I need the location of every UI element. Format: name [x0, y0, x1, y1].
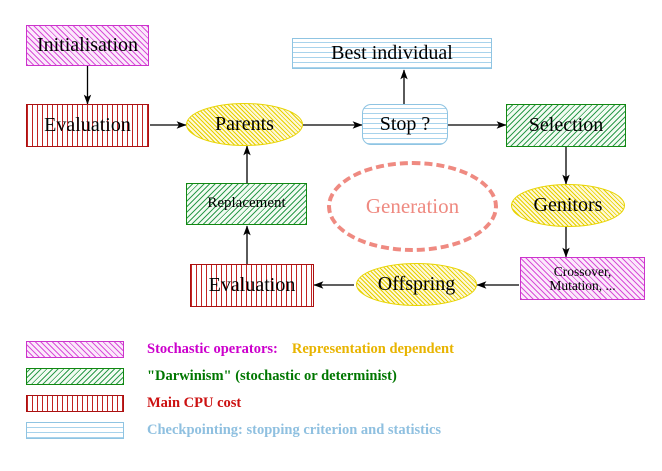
legend-label-stochastic-operators: Stochastic operators: Representation depe… — [147, 341, 454, 358]
legend-label-checkpointing: Checkpointing: stopping criterion and st… — [147, 422, 441, 439]
node-best-individual[interactable]: Best individual — [292, 38, 492, 69]
node-evaluation-bottom[interactable]: Evaluation — [190, 264, 314, 307]
legend-text-secondary: Representation dependent — [291, 341, 454, 357]
legend-text-primary: "Darwinism" (stochastic or determinist) — [147, 368, 397, 384]
legend-text-primary: Stochastic operators: — [147, 341, 278, 357]
node-genitors[interactable]: Genitors — [511, 184, 625, 227]
evaluation-top-label: Evaluation — [44, 114, 131, 137]
node-selection[interactable]: Selection — [506, 104, 626, 147]
best-individual-label: Best individual — [331, 42, 453, 65]
node-initialisation[interactable]: Initialisation — [26, 25, 149, 66]
legend-row: Checkpointing: stopping criterion and st… — [0, 417, 662, 444]
node-stop[interactable]: Stop ? — [362, 104, 448, 145]
legend-text-primary: Main CPU cost — [147, 395, 242, 411]
legend-swatch-stochastic-operators — [26, 341, 124, 358]
replacement-label: Replacement — [207, 195, 286, 212]
legend-label-darwinism: "Darwinism" (stochastic or determinist) — [147, 368, 397, 385]
generation-label: Generation — [365, 194, 460, 218]
legend-text-primary: Checkpointing: stopping criterion and st… — [147, 422, 442, 438]
crossover-label-line1: Crossover, — [553, 263, 612, 279]
offspring-label: Offspring — [377, 273, 456, 296]
genitors-label: Genitors — [533, 194, 603, 217]
legend-row: "Darwinism" (stochastic or determinist) — [0, 363, 662, 390]
legend-row: Main CPU cost — [0, 390, 662, 417]
legend-swatch-main-cpu-cost — [26, 395, 124, 412]
node-crossover-mutation[interactable]: Crossover, Mutation, ... — [520, 257, 645, 300]
legend-label-main-cpu-cost: Main CPU cost — [147, 395, 241, 412]
stop-label: Stop ? — [379, 113, 431, 136]
evaluation-bottom-label: Evaluation — [208, 274, 296, 297]
node-offspring[interactable]: Offspring — [356, 263, 477, 306]
legend: Stochastic operators: Representation depe… — [0, 336, 662, 444]
crossover-label-line2: Mutation, ... — [549, 277, 616, 293]
legend-row: Stochastic operators: Representation depe… — [0, 336, 662, 363]
node-replacement[interactable]: Replacement — [186, 183, 307, 225]
initialisation-label: Initialisation — [36, 34, 139, 57]
node-parents[interactable]: Parents — [186, 103, 303, 146]
node-evaluation-top[interactable]: Evaluation — [26, 104, 149, 147]
parents-label: Parents — [215, 113, 274, 136]
selection-label: Selection — [528, 114, 604, 137]
generation-oval: Generation — [327, 161, 498, 252]
legend-swatch-checkpointing — [26, 422, 124, 439]
legend-swatch-darwinism — [26, 368, 124, 385]
